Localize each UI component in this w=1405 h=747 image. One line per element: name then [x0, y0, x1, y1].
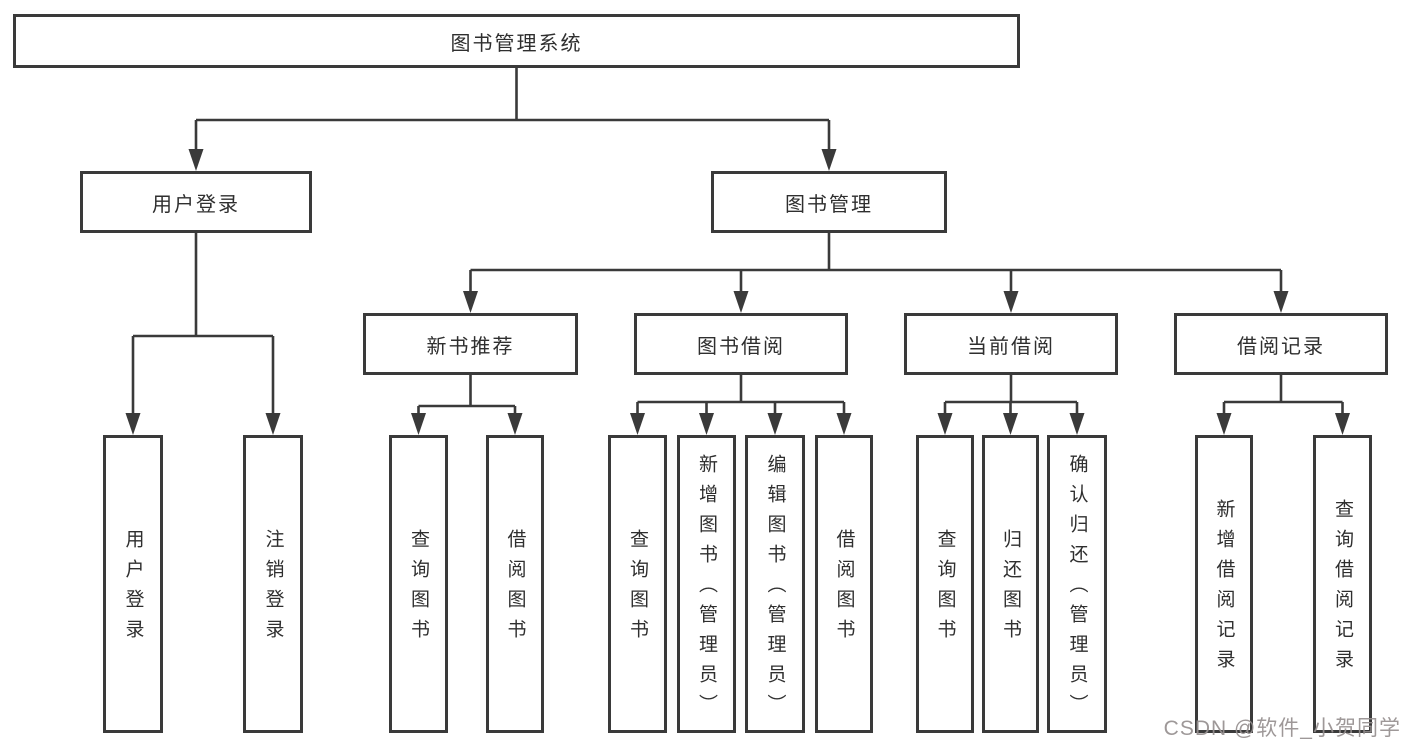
- arrowhead-icon: [937, 413, 953, 435]
- arrowhead-icon: [1216, 413, 1232, 435]
- arrowhead-icon: [1273, 291, 1289, 313]
- connector-newbook-to-leaves: [417, 375, 517, 414]
- leaf-label: 新增借阅记录: [1213, 499, 1235, 679]
- leaf-query-borrow-record: 查询借阅记录: [1313, 435, 1372, 733]
- connector-bookborrow-to-leaves: [636, 375, 846, 414]
- leaf-label: 注销登录: [262, 529, 284, 649]
- leaf-query-books-1: 查询图书: [389, 435, 448, 733]
- leaf-user-login: 用户登录: [103, 435, 163, 733]
- arrowhead-icon: [463, 291, 478, 313]
- node-book-management: 图书管理: [711, 171, 947, 233]
- connector-root-to-level2: [194, 68, 831, 151]
- node-user-login: 用户登录: [80, 171, 312, 233]
- leaf-label: 编辑图书（管理员）: [764, 454, 786, 724]
- node-library-management-system: 图书管理系统: [13, 14, 1020, 68]
- node-label: 图书管理: [785, 193, 873, 216]
- leaf-label: 查询图书: [627, 529, 648, 649]
- arrowhead-icon: [630, 413, 645, 435]
- node-book-borrowing: 图书借阅: [634, 313, 848, 375]
- arrowhead-icon: [507, 413, 523, 435]
- arrowhead-icon: [1003, 291, 1019, 313]
- arrowhead-icon: [733, 291, 749, 313]
- leaf-label: 查询图书: [408, 529, 429, 649]
- leaf-confirm-return-admin: 确认归还（管理员）: [1047, 435, 1107, 733]
- connector-currentborrow-to-leaves: [943, 375, 1079, 414]
- connector-bookmgmt-to-level3: [469, 233, 1283, 292]
- arrowhead-icon: [125, 413, 141, 435]
- leaf-label: 归还图书: [1000, 529, 1021, 649]
- leaf-borrow-books-1: 借阅图书: [486, 435, 544, 733]
- leaf-label: 新增图书（管理员）: [696, 454, 717, 724]
- connector-userlogin-to-leaves: [131, 233, 275, 414]
- leaf-label: 用户登录: [122, 529, 144, 649]
- node-label: 当前借阅: [967, 335, 1055, 358]
- arrowhead-icon: [265, 413, 281, 435]
- csdn-watermark: CSDN @软件_小贺同学: [1163, 717, 1401, 740]
- leaf-return-books: 归还图书: [982, 435, 1039, 733]
- leaf-query-books-2: 查询图书: [608, 435, 667, 733]
- leaf-label: 确认归还（管理员）: [1066, 454, 1088, 724]
- node-label: 借阅记录: [1237, 335, 1325, 358]
- node-label: 用户登录: [152, 193, 240, 216]
- leaf-edit-books-admin: 编辑图书（管理员）: [745, 435, 805, 733]
- leaf-query-books-3: 查询图书: [916, 435, 974, 733]
- arrowhead-icon: [699, 413, 714, 435]
- arrowhead-icon: [1069, 413, 1085, 435]
- node-current-borrowing: 当前借阅: [904, 313, 1118, 375]
- leaf-borrow-books-2: 借阅图书: [815, 435, 873, 733]
- node-borrowing-records: 借阅记录: [1174, 313, 1388, 375]
- leaf-add-borrow-record: 新增借阅记录: [1195, 435, 1253, 733]
- arrowhead-icon: [1003, 413, 1018, 435]
- arrowhead-icon: [1335, 413, 1350, 435]
- leaf-label: 借阅图书: [833, 529, 855, 649]
- node-label: 图书借阅: [697, 335, 785, 358]
- arrowhead-icon: [767, 413, 783, 435]
- leaf-label: 借阅图书: [504, 529, 526, 649]
- leaf-label: 查询借阅记录: [1332, 499, 1353, 679]
- node-new-book-recommend: 新书推荐: [363, 313, 578, 375]
- arrowhead-icon: [188, 149, 204, 171]
- leaf-logout: 注销登录: [243, 435, 303, 733]
- arrowhead-icon: [836, 413, 852, 435]
- leaf-label: 查询图书: [934, 529, 956, 649]
- leaf-add-books-admin: 新增图书（管理员）: [677, 435, 736, 733]
- arrowhead-icon: [821, 149, 837, 171]
- node-label: 新书推荐: [426, 335, 515, 358]
- arrowhead-icon: [411, 413, 426, 435]
- connector-records-to-leaves: [1222, 375, 1344, 414]
- node-label: 图书管理系统: [450, 32, 583, 55]
